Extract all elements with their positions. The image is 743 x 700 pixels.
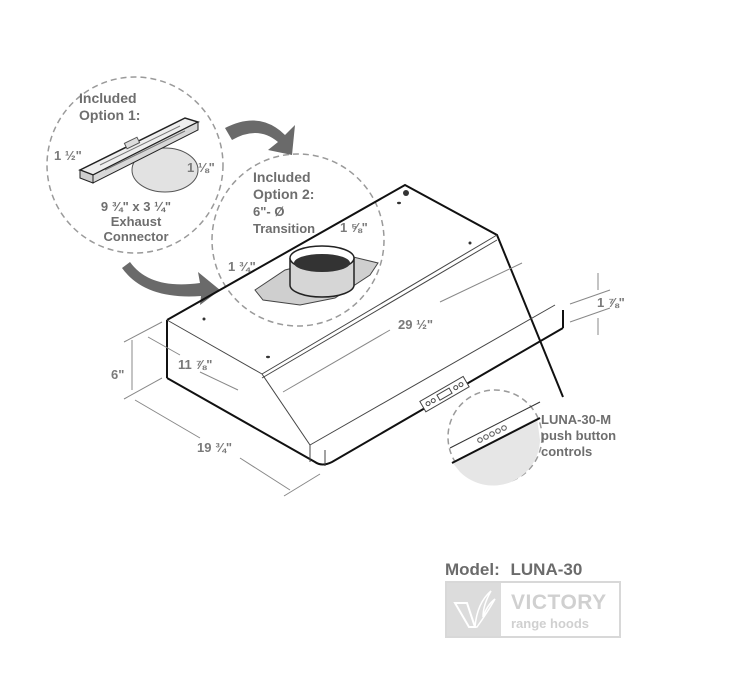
option2-callout-circle [211,153,385,327]
option1-description: 9 ¾" x 3 ¼" Exhaust Connector [96,199,176,244]
front-lip-dim: 1 ⅞" [597,295,625,310]
option2-title: Included Option 2: [253,169,314,203]
option1-callout-circle [46,76,224,254]
push-buttons-icon [477,425,507,443]
option2-desc-line1: 6"- Ø [253,204,285,219]
swap-arrow-bottom-icon [122,262,220,305]
controls-callout-line1: LUNA-30-M [541,412,612,427]
model-name: LUNA-30 [510,560,583,579]
option1-title-line1: Included [79,90,137,106]
controls-callout-line3: controls [541,444,593,459]
option2-title-line2: Option 2: [253,186,315,202]
option1-height-dim: 1 ⅛" [187,160,215,175]
option1-title: Included Option 1: [79,90,140,124]
option1-size: 9 ¾" x 3 ¼" [100,199,172,214]
total-depth-dim: 19 ¾" [197,440,233,455]
brand-flame-v-icon [447,583,501,636]
model-label: Model: LUNA-30 [445,560,582,580]
top-depth-dim: 11 ⅞" [178,357,213,372]
option2-offset-dim: 1 ¾" [228,259,256,274]
option1-desc-line1: Exhaust [110,214,162,229]
width-dim: 29 ½" [398,317,434,332]
option1-title-line2: Option 1: [79,107,141,123]
height-dim: 6" [111,367,125,382]
option1-width-dim: 1 ½" [54,148,82,163]
control-panel-icon [419,375,470,413]
hood-body [166,183,564,466]
brand-name: VICTORY [511,591,607,614]
option2-height-dim: 1 ⅝" [340,220,368,235]
controls-callout-label: LUNA-30-M push button controls [541,412,616,460]
option1-desc-line2: Connector [103,229,169,244]
brand-subtitle: range hoods [511,616,590,631]
option2-description: 6"- Ø Transition [253,203,315,237]
controls-callout-fill [452,418,540,486]
model-prefix: Model: [445,560,500,579]
brand-logo: VICTORY range hoods [445,581,621,638]
option2-title-line1: Included [253,169,311,185]
controls-callout-line2: push button [541,428,617,443]
option2-desc-line2: Transition [253,221,316,236]
swap-arrow-top-icon [225,120,295,155]
